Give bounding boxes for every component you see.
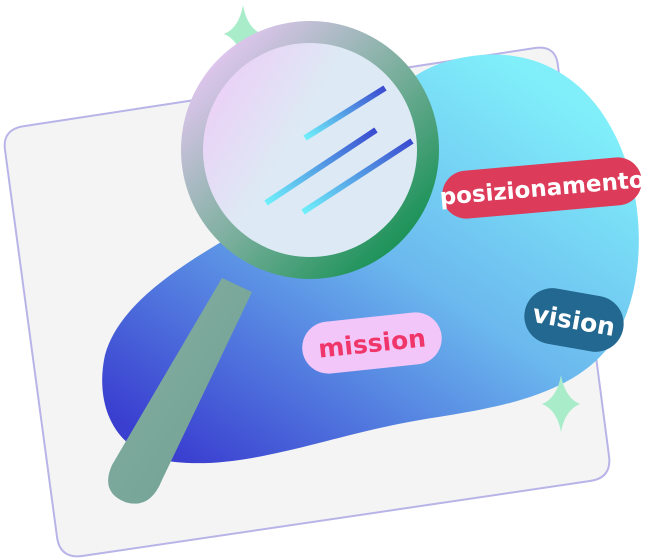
- sparkle-icon: [542, 375, 580, 432]
- tag-mission: mission: [302, 312, 442, 374]
- lens-shine: [264, 85, 414, 215]
- handle: [108, 278, 252, 504]
- tag-positioning: posizionamento: [439, 157, 646, 219]
- sparkle-icon: [224, 5, 262, 62]
- magnifying-glass-icon: [108, 21, 439, 504]
- tag-vision: vision: [524, 288, 624, 352]
